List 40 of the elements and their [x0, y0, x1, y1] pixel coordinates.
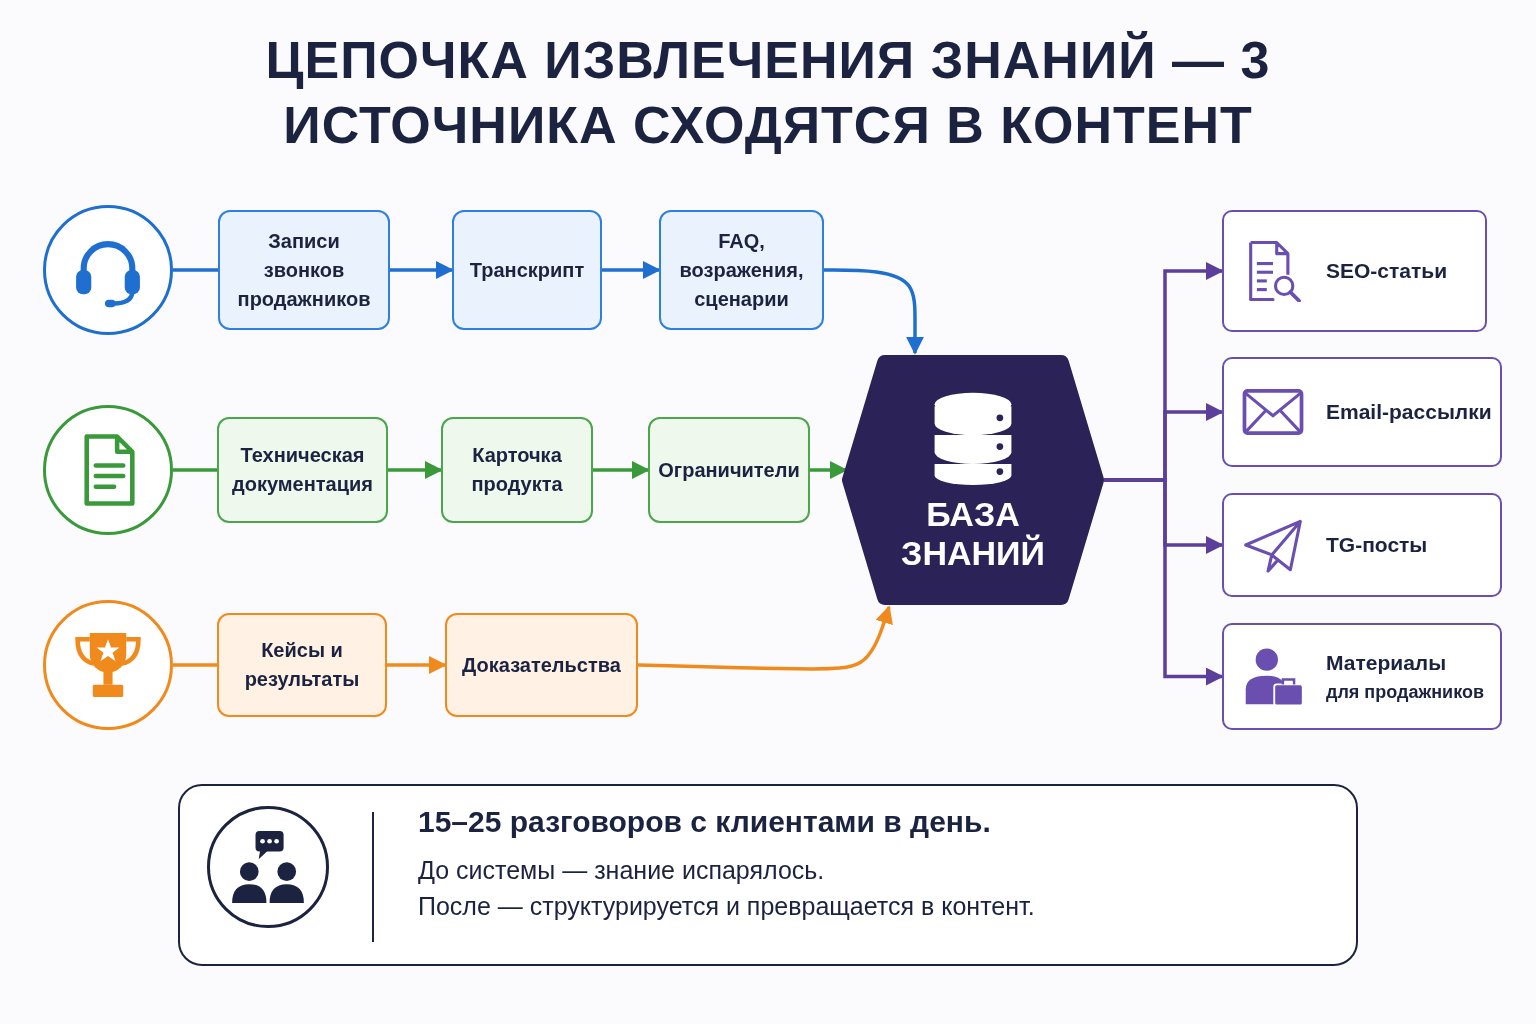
- arrow: [1104, 478, 1224, 686]
- process-box: [445, 613, 638, 717]
- node-label: Доказательства: [462, 652, 621, 678]
- output-card: [1222, 357, 1502, 467]
- process-box: [659, 210, 824, 330]
- arrow: [593, 461, 650, 479]
- process-box: [441, 417, 593, 523]
- node-label: Записи звонков продажников: [236, 228, 372, 312]
- arrow: [387, 656, 447, 674]
- node-label: Карточка продукта: [470, 443, 564, 497]
- output-card: [1222, 623, 1502, 730]
- process-box: [648, 417, 810, 523]
- output-card: [1222, 493, 1502, 597]
- process-box: [217, 417, 388, 523]
- title: ЦЕПОЧКА ИЗВЛЕЧЕНИЯ ЗНАНИЙ — 3 ИСТОЧНИКА СХОДЯТСЯ В КОНТЕНТ: [264, 30, 1272, 156]
- output-card: [1222, 210, 1487, 332]
- panel-text: До системы — знание испарялось.: [418, 854, 825, 886]
- arrow: [824, 268, 924, 355]
- panel-text: После — структурируется и превращается в контент.: [418, 890, 1035, 922]
- process-box: [218, 210, 390, 330]
- arrow: [390, 261, 454, 279]
- node-label: Ограничители: [658, 457, 800, 483]
- info-panel: [178, 784, 1358, 966]
- node-label: TG-посты: [1326, 531, 1428, 558]
- arrow: [388, 461, 443, 479]
- arrow: [602, 261, 661, 279]
- node-label: для продажников: [1326, 680, 1484, 704]
- panel-heading: 15–25 разговоров с клиентами в день.: [418, 804, 991, 840]
- node-label: Транскрипт: [469, 257, 585, 283]
- hub-title: БАЗА ЗНАНИЙ: [900, 495, 1046, 574]
- node-label: Email-рассылки: [1326, 398, 1492, 425]
- node-label: Техническая документация: [231, 443, 374, 497]
- node-label: Кейсы и результаты: [243, 638, 361, 692]
- process-box: [217, 613, 387, 717]
- knowledge-base-hexagon: [842, 355, 1104, 605]
- node-label: Материалы: [1326, 650, 1447, 677]
- process-box: [452, 210, 602, 330]
- node-label: SEO-статьи: [1326, 257, 1448, 284]
- node-label: FAQ, возражения, сценарии: [678, 228, 805, 312]
- arrow: [637, 605, 893, 671]
